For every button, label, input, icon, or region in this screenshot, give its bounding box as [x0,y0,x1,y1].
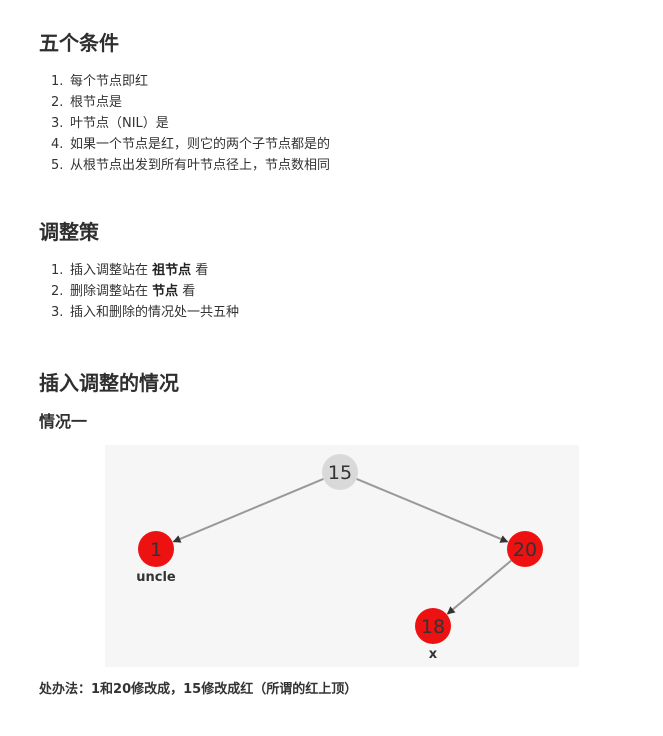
tree-node-1 [138,531,174,567]
list-item: 2. 删除调整站在 节点 看 [39,281,239,302]
list-text: 看 [178,284,196,299]
list-number: 1. [51,263,64,278]
list-number: 1. [51,74,64,89]
tree-node-caption: x [429,647,438,662]
list-text: 如果一个节点是红，则它的两个子节点都是的 [70,137,331,152]
list-text: 看 [191,263,209,278]
tree-svg: 15 1 uncle 20 18 x [136,454,543,662]
list-item: 5. 从根节点出发到所有叶节点径上，节点数相同 [39,155,330,176]
section-heading-strategy: 调整策 [39,220,99,244]
tree-node-label: 1 [150,539,162,561]
tree-edge-n15-n1 [172,478,324,543]
list-item: 4. 如果一个节点是红，则它的两个子节点都是的 [39,134,330,155]
resolution-note: 处办法：1和20修改成，15修改成红（所谓的红上顶） [39,682,358,697]
tree-nodes: 15 1 uncle 20 18 x [136,454,543,662]
list-number: 3. [51,116,64,131]
list-item: 3. 插入和删除的情况处一共五种 [39,302,239,323]
section-heading-conditions: 五个条件 [39,31,119,55]
tree-node-label: 20 [513,539,537,561]
tree-node-20 [507,531,543,567]
list-text: 插入调整站在 [70,263,153,278]
section-heading-insert-cases: 插入调整的情况 [39,371,179,395]
list-number: 5. [51,158,64,173]
tree-node-18 [415,608,451,644]
list-text: 插入和删除的情况处一共五种 [70,305,240,320]
list-number: 2. [51,284,64,299]
list-text: 根节点是 [70,95,123,110]
list-item: 2. 根节点是 [39,92,330,113]
list-text: 删除调整站在 [70,284,153,299]
list-text: 每个节点即红 [70,74,149,89]
list-number: 2. [51,95,64,110]
case-subheading: 情况一 [39,412,88,431]
conditions-list: 1. 每个节点即红 2. 根节点是 3. 叶节点（NIL）是 4. 如果一个节点是红，则… [39,71,330,176]
list-text-strong: 祖节点 [152,263,192,278]
tree-edge-n20-n18 [446,559,512,615]
list-item: 1. 每个节点即红 [39,71,330,92]
tree-node-15 [322,454,358,490]
list-number: 4. [51,137,64,152]
tree-edges [172,477,512,615]
tree-edge-n15-n20 [356,477,509,543]
list-item: 1. 插入调整站在 祖节点 看 [39,260,239,281]
list-text-strong: 节点 [152,284,179,299]
strategy-list: 1. 插入调整站在 祖节点 看 2. 删除调整站在 节点 看 3. 插入和删除的情况处… [39,260,239,323]
tree-node-label: 15 [328,462,352,484]
tree-node-caption: uncle [136,570,176,585]
tree-diagram: 15 1 uncle 20 18 x [105,445,579,667]
list-number: 3. [51,305,64,320]
tree-node-label: 18 [421,616,445,638]
list-text: 从根节点出发到所有叶节点径上，节点数相同 [70,158,331,173]
list-item: 3. 叶节点（NIL）是 [39,113,330,134]
list-text: 叶节点（NIL）是 [70,116,169,131]
